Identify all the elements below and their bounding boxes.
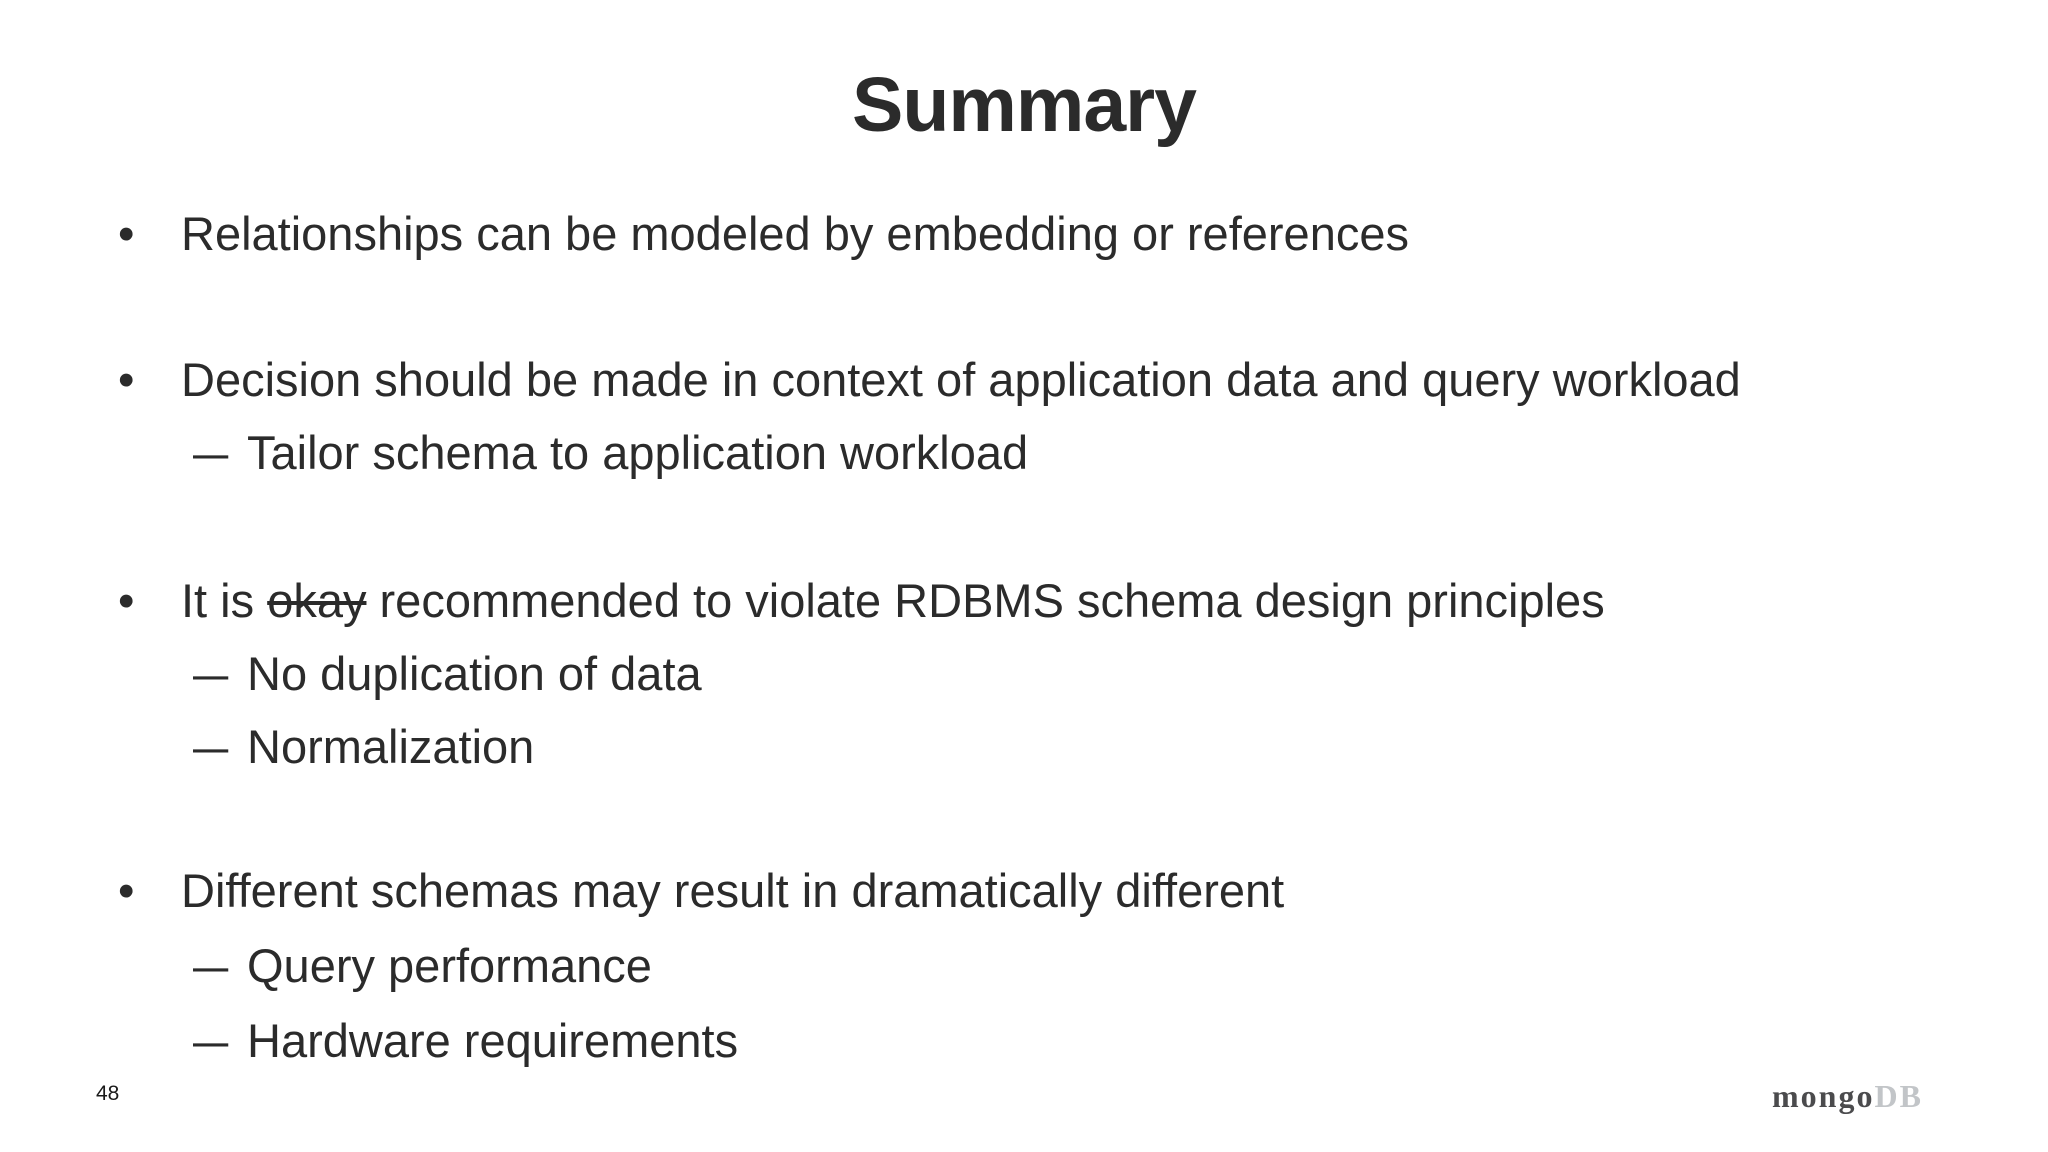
bullet-icon: •	[118, 574, 135, 627]
bullet-text-after: recommended to violate RDBMS schema desi…	[366, 574, 1605, 627]
bullet-icon: •	[118, 864, 135, 917]
sub-bullet-line: – No duplication of data	[0, 638, 2048, 710]
sub-bullet-text: Hardware requirements	[247, 1014, 739, 1067]
bullet-line: • Different schemas may result in dramat…	[0, 855, 2048, 927]
dash-icon: –	[193, 939, 229, 992]
struck-word: okay	[267, 574, 367, 627]
mongodb-logo: mongoDB	[1772, 1078, 1923, 1114]
sub-bullet-line: – Query performance	[0, 930, 2048, 1002]
bullet-text: Decision should be made in context of ap…	[181, 353, 1741, 406]
bullet-line: • Decision should be made in context of …	[0, 344, 2048, 416]
sub-bullet-text: Normalization	[247, 720, 535, 773]
dash-icon: –	[193, 426, 229, 479]
page-number: 48	[96, 1082, 120, 1105]
bullet-icon: •	[118, 207, 135, 260]
dash-icon: –	[193, 720, 229, 773]
logo-db: DB	[1874, 1078, 1923, 1114]
bullet-icon: •	[118, 353, 135, 406]
sub-bullet-text: Query performance	[247, 939, 652, 992]
bullet-text-before: It is	[181, 574, 268, 627]
bullet-text: Different schemas may result in dramatic…	[181, 864, 1285, 917]
dash-icon: –	[193, 1014, 229, 1067]
sub-bullet-text: Tailor schema to application workload	[247, 426, 1029, 479]
dash-icon: –	[193, 647, 229, 700]
bullet-line: • It is okay recommended to violate RDBM…	[0, 565, 2048, 637]
sub-bullet-line: – Normalization	[0, 711, 2048, 783]
bullet-line: • Relationships can be modeled by embedd…	[0, 198, 2048, 270]
logo-mongo: mongo	[1772, 1078, 1875, 1114]
slide-title: Summary	[852, 62, 1197, 148]
sub-bullet-text: No duplication of data	[247, 647, 702, 700]
bullet-text: Relationships can be modeled by embeddin…	[181, 207, 1409, 260]
bullet-text: It is okay recommended to violate RDBMS …	[181, 565, 1605, 637]
sub-bullet-line: – Tailor schema to application workload	[0, 417, 2048, 489]
sub-bullet-line: – Hardware requirements	[0, 1005, 2048, 1077]
